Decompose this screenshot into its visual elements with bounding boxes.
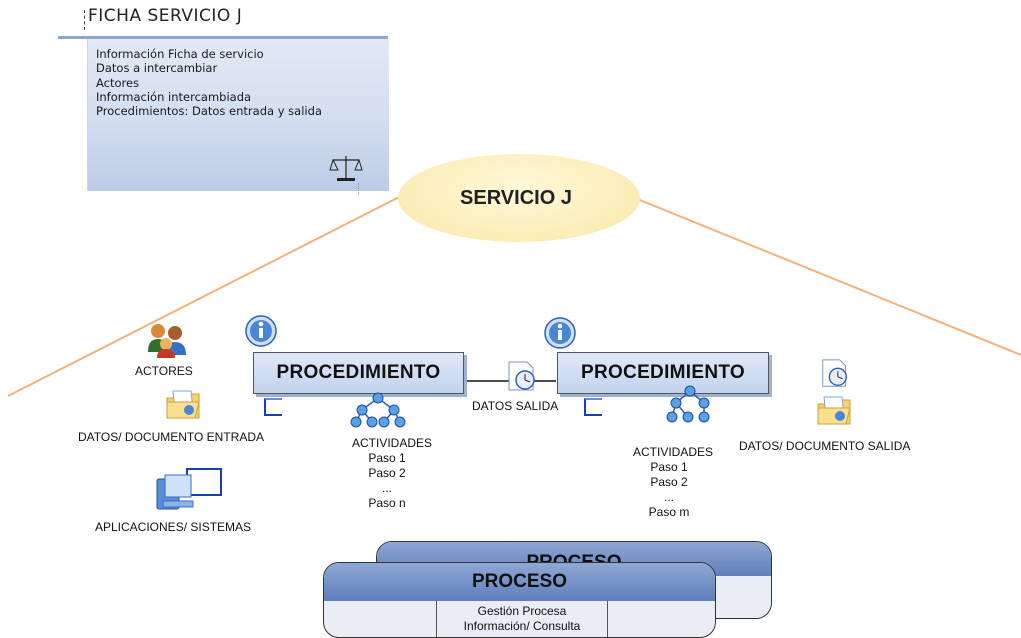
servicio-ellipse[interactable]: SERVICIO J (398, 154, 640, 242)
actividades-steps: Paso 1 Paso 2 ... Paso n (356, 451, 418, 511)
step: Paso n (368, 496, 406, 510)
aplicaciones-sistemas-label: APLICACIONES/ SISTEMAS (95, 520, 252, 534)
ficha-title-underline (58, 36, 388, 39)
servicio-label: SERVICIO J (460, 186, 572, 209)
computer-systems-icon (156, 468, 222, 510)
ficha-item: Procedimientos: Datos entrada y salida (96, 104, 322, 119)
proceso-cell-line2: Información/ Consulta (463, 619, 581, 633)
ficha-card: Información Ficha de servicio Datos a in… (87, 39, 389, 191)
actors-icon (148, 324, 186, 358)
procedimiento-box-1[interactable]: PROCEDIMIENTO (253, 352, 464, 394)
datos-documento-salida-label: DATOS/ DOCUMENTO SALIDA (739, 439, 911, 453)
document-clock-icon (508, 361, 535, 391)
info-icon (544, 317, 576, 349)
ficha-items-list: Información Ficha de servicio Datos a in… (96, 47, 322, 118)
ficha-title-marker (84, 10, 85, 30)
step: Paso 2 (650, 475, 688, 489)
ficha-item: Información Ficha de servicio (96, 47, 264, 61)
proceso-header: PROCESO (324, 563, 715, 601)
document-clock-icon (822, 359, 847, 387)
info-icon (245, 315, 277, 347)
actividades-steps: Paso 1 Paso 2 ... Paso m (642, 460, 696, 520)
proceso-cell-left (324, 601, 437, 637)
proceso-cell-right (608, 601, 715, 637)
ficha-title: FICHA SERVICIO J (88, 6, 243, 26)
procedimiento-label: PROCEDIMIENTO (580, 362, 745, 383)
network-activities-icon (350, 392, 406, 428)
datos-documento-entrada-label: DATOS/ DOCUMENTO ENTRADA (78, 430, 265, 444)
ficha-item: Actores (96, 75, 140, 90)
datos-salida-label: DATOS SALIDA (472, 399, 559, 413)
proceso-cell-line1: Gestión Procesa (477, 604, 567, 618)
ficha-item: Información intercambiada (96, 89, 252, 104)
network-activities-icon (666, 385, 710, 423)
document-window-icon (264, 398, 282, 416)
proceso-card-front[interactable]: PROCESO Gestión Procesa Información/ Con… (323, 562, 716, 638)
proceso-cell-center: Gestión Procesa Información/ Consulta (437, 601, 608, 637)
connector-right (629, 195, 1021, 356)
step: ... (381, 481, 392, 495)
folder-document-icon (166, 390, 200, 419)
step: Paso 2 (368, 466, 406, 480)
proceso-cells: Gestión Procesa Información/ Consulta (324, 601, 715, 637)
folder-document-icon (817, 396, 851, 425)
connector-left (7, 193, 406, 397)
actividades-label: ACTIVIDADES (633, 445, 714, 459)
ficha-item: Datos a intercambiar (96, 61, 218, 76)
balance-scale-icon (329, 156, 363, 181)
step: Paso m (648, 505, 690, 519)
step: Paso 1 (368, 451, 406, 465)
actividades-label: ACTIVIDADES (352, 436, 433, 450)
document-window-icon (584, 398, 602, 416)
proceso-front-label: PROCESO (471, 571, 568, 592)
ficha-divider (358, 183, 359, 195)
procedimiento-label: PROCEDIMIENTO (276, 362, 441, 383)
procedimiento-box-2[interactable]: PROCEDIMIENTO (557, 352, 769, 394)
step: Paso 1 (650, 460, 688, 474)
step: ... (663, 490, 674, 504)
actores-label: ACTORES (135, 364, 193, 378)
